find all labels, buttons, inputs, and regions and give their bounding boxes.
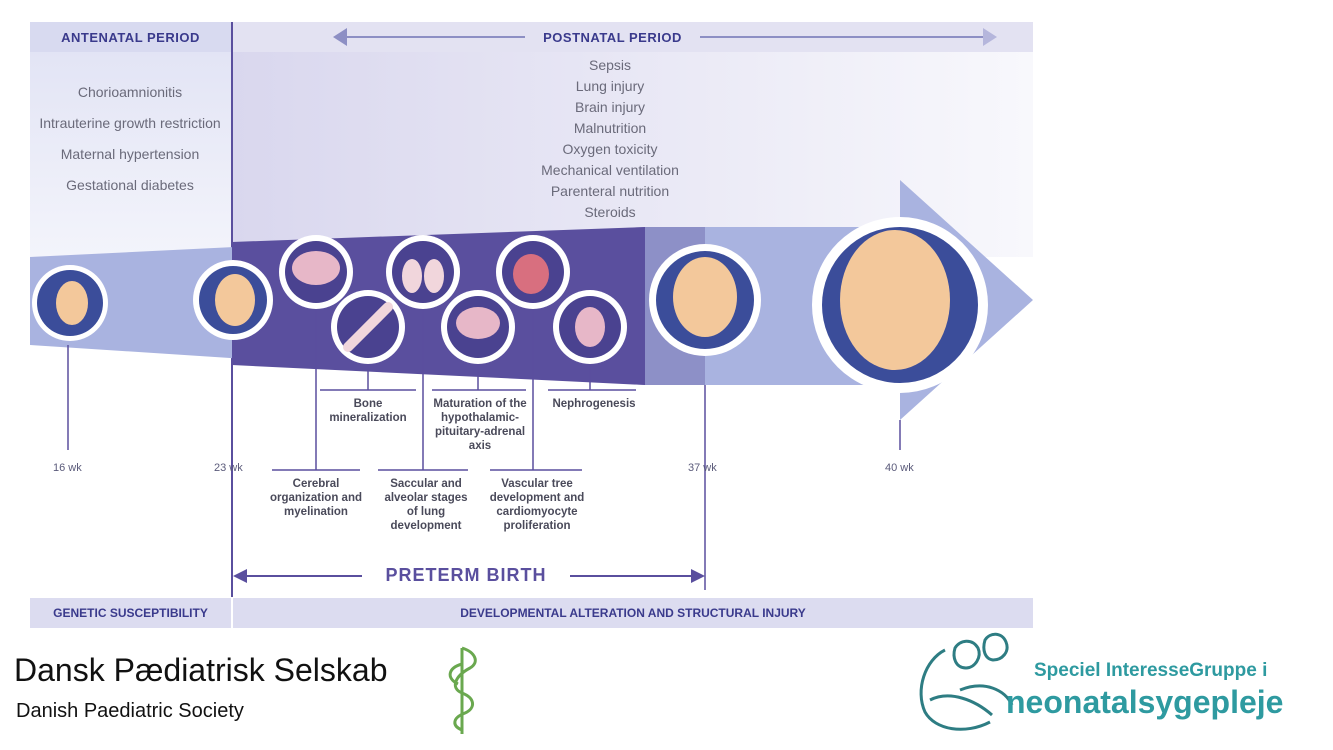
genetic-susceptibility-label: GENETIC SUSCEPTIBILITY xyxy=(53,606,208,620)
neonatal-logo-line1: Speciel InteresseGruppe i xyxy=(1034,660,1268,681)
dps-logo-subtitle: Danish Paediatric Society xyxy=(16,700,244,722)
lung-development-label: Saccular and alveolar stages of lung dev… xyxy=(384,478,468,532)
arrow-left-icon xyxy=(333,28,347,46)
neonatal-logo-icon xyxy=(919,632,1014,731)
preterm-birth-label: PRETERM BIRTH xyxy=(385,565,547,585)
postnatal-factor: Malnutrition xyxy=(573,120,647,136)
postnatal-factor: Steroids xyxy=(584,204,636,220)
leader-lines xyxy=(67,309,901,590)
neonatal-logo-line2: neonatalsygepleje xyxy=(1006,684,1284,720)
postnatal-factor: Oxygen toxicity xyxy=(562,141,658,157)
dps-logo-icon xyxy=(448,646,477,734)
nephrogenesis-label: Nephrogenesis xyxy=(552,398,636,410)
week-label-37: 37 wk xyxy=(688,462,717,474)
heart-organ-icon xyxy=(496,235,570,309)
postnatal-factor: Parenteral nutrition xyxy=(550,183,670,199)
cerebral-organization-label: Cerebral organization and myelination xyxy=(270,478,362,518)
week-label-23: 23 wk xyxy=(214,462,243,474)
antenatal-factor: Intrauterine growth restriction xyxy=(39,115,221,131)
vascular-tree-label: Vascular tree development and cardiomyoc… xyxy=(489,478,585,532)
kidney-organ-icon xyxy=(553,290,627,364)
developmental-alteration-label: DEVELOPMENTAL ALTERATION AND STRUCTURAL … xyxy=(460,606,806,620)
brain-organ-icon xyxy=(279,235,353,309)
fetus-40wk-icon xyxy=(812,217,988,393)
hypothalamus-organ-icon xyxy=(441,290,515,364)
arrow-right-icon xyxy=(983,28,997,46)
postnatal-period-header: POSTNATAL PERIOD xyxy=(525,22,700,52)
postnatal-factor: Lung injury xyxy=(575,78,645,94)
fetus-23wk-icon xyxy=(193,260,273,340)
lungs-organ-icon xyxy=(386,235,460,309)
hpa-axis-label: Maturation of the hypothalamic-pituitary… xyxy=(433,398,527,452)
week-label-40: 40 wk xyxy=(885,462,914,474)
dps-logo-title: Dansk Pædiatrisk Selskab xyxy=(14,652,388,688)
postnatal-factor: Mechanical ventilation xyxy=(541,162,679,178)
postnatal-factor: Brain injury xyxy=(574,99,646,115)
week-label-16: 16 wk xyxy=(53,462,82,474)
antenatal-factor: Chorioamnionitis xyxy=(77,84,183,100)
fetus-16wk-icon xyxy=(32,265,108,341)
fetus-37wk-icon xyxy=(649,244,761,356)
bone-organ-icon xyxy=(331,290,405,364)
preterm-arrow-left-icon xyxy=(233,569,247,583)
antenatal-factor: Gestational diabetes xyxy=(66,177,194,193)
antenatal-period-header: ANTENATAL PERIOD xyxy=(61,29,200,45)
preterm-arrow-right-icon xyxy=(691,569,705,583)
bone-mineralization-label: Bone mineralization xyxy=(329,398,407,424)
postnatal-factor: Sepsis xyxy=(588,57,632,73)
antenatal-panel xyxy=(30,22,231,257)
antenatal-factor: Maternal hypertension xyxy=(60,146,200,162)
